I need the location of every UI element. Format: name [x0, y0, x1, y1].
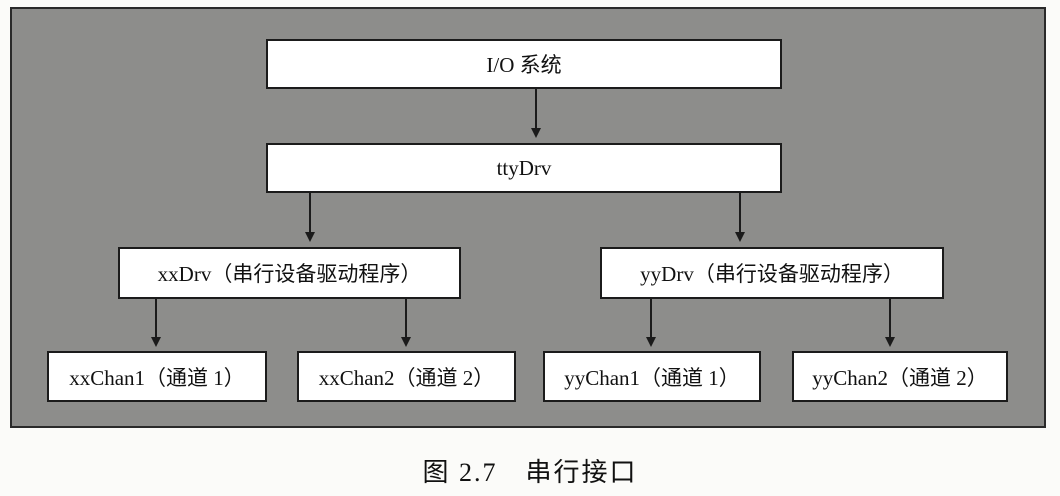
- io-system-node: I/O 系统: [266, 39, 782, 89]
- xxchan1-node: xxChan1（通道 1）: [47, 351, 267, 402]
- xxchan2-node: xxChan2（通道 2）: [297, 351, 516, 402]
- ttydrv-node: ttyDrv: [266, 143, 782, 193]
- xxdrv-node: xxDrv（串行设备驱动程序）: [118, 247, 461, 299]
- yychan1-node: yyChan1（通道 1）: [543, 351, 761, 402]
- yydrv-node: yyDrv（串行设备驱动程序）: [600, 247, 944, 299]
- figure-caption: 图 2.7 串行接口: [422, 458, 638, 487]
- yychan2-node: yyChan2（通道 2）: [792, 351, 1008, 402]
